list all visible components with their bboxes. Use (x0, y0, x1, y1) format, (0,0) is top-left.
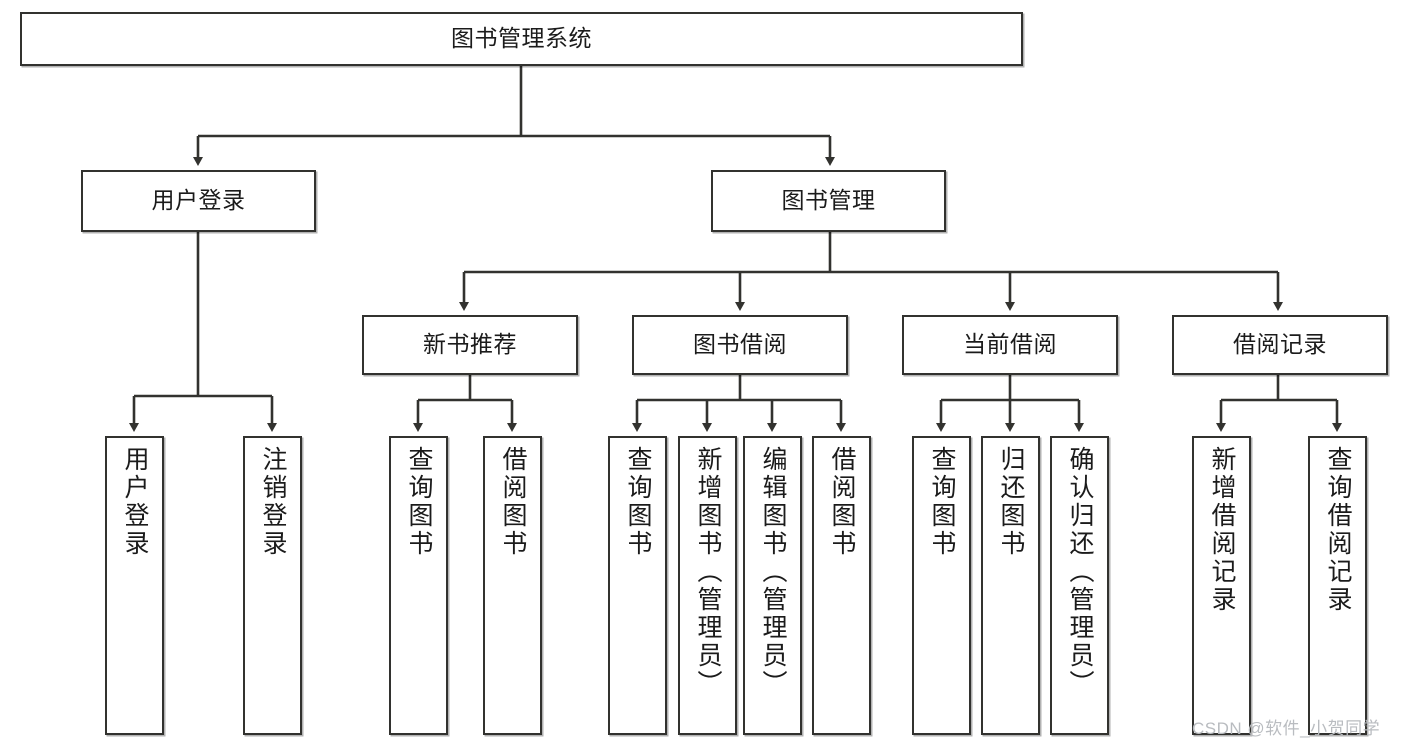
leaf-user-login-logout[interactable]: 注销登录 (243, 436, 302, 735)
node-current-borrow-label: 当前借阅 (963, 331, 1057, 358)
leaf-label: 查询图书 (624, 446, 652, 558)
node-book-management[interactable]: 图书管理 (711, 170, 946, 232)
node-borrow-record[interactable]: 借阅记录 (1172, 315, 1388, 375)
node-current-borrow[interactable]: 当前借阅 (902, 315, 1118, 375)
leaf-label: 查询借阅记录 (1324, 446, 1352, 614)
node-borrow-record-label: 借阅记录 (1233, 331, 1327, 358)
leaf-current-confirm-return-admin[interactable]: 确认归还（管理员） (1050, 436, 1109, 735)
leaf-label: 用户登录 (121, 446, 149, 558)
leaf-borrow-query-book[interactable]: 查询图书 (608, 436, 667, 735)
leaf-label: 借阅图书 (499, 446, 527, 558)
node-root-label: 图书管理系统 (451, 25, 592, 52)
leaf-record-add-record[interactable]: 新增借阅记录 (1192, 436, 1251, 735)
node-new-book-recommend-label: 新书推荐 (423, 331, 517, 358)
leaf-borrow-borrow-book[interactable]: 借阅图书 (812, 436, 871, 735)
leaf-recommend-borrow-book[interactable]: 借阅图书 (483, 436, 542, 735)
csdn-watermark: CSDN @软件_小贺同学 (1192, 719, 1381, 738)
leaf-current-return-book[interactable]: 归还图书 (981, 436, 1040, 735)
leaf-label: 借阅图书 (828, 446, 856, 558)
leaf-user-login-login[interactable]: 用户登录 (105, 436, 164, 735)
leaf-label: 确认归还（管理员） (1066, 446, 1094, 698)
leaf-label: 新增图书（管理员） (694, 446, 722, 698)
leaf-current-query-book[interactable]: 查询图书 (912, 436, 971, 735)
leaf-label: 注销登录 (259, 446, 287, 558)
node-user-login-label: 用户登录 (151, 187, 246, 214)
node-book-borrow-label: 图书借阅 (693, 331, 787, 358)
leaf-label: 查询图书 (928, 446, 956, 558)
leaf-recommend-query-book[interactable]: 查询图书 (389, 436, 448, 735)
leaf-record-query-record[interactable]: 查询借阅记录 (1308, 436, 1367, 735)
leaf-borrow-edit-book-admin[interactable]: 编辑图书（管理员） (743, 436, 802, 735)
leaf-label: 新增借阅记录 (1208, 446, 1236, 614)
leaf-label: 归还图书 (997, 446, 1025, 558)
node-user-login[interactable]: 用户登录 (81, 170, 316, 232)
node-book-borrow[interactable]: 图书借阅 (632, 315, 848, 375)
node-new-book-recommend[interactable]: 新书推荐 (362, 315, 578, 375)
leaf-label: 查询图书 (405, 446, 433, 558)
node-root[interactable]: 图书管理系统 (20, 12, 1023, 66)
node-book-management-label: 图书管理 (781, 187, 876, 214)
leaf-borrow-add-book-admin[interactable]: 新增图书（管理员） (678, 436, 737, 735)
leaf-label: 编辑图书（管理员） (759, 446, 787, 698)
